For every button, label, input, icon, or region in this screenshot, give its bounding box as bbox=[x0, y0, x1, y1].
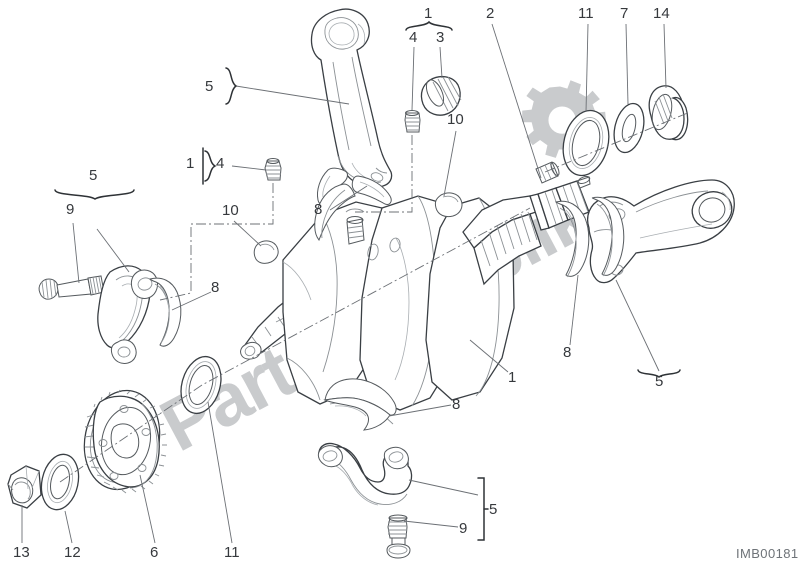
callout-7-top: 7 bbox=[620, 5, 629, 22]
thrust-washer-large bbox=[562, 109, 610, 177]
thrust-washer-small bbox=[613, 102, 645, 154]
callout-3-top-right: 3 bbox=[436, 29, 445, 46]
bearing-shell-left bbox=[149, 277, 182, 347]
callout-5-left-group: 5 bbox=[89, 167, 98, 184]
brace-5-left-group bbox=[54, 189, 135, 200]
callout-4-top-right: 4 bbox=[409, 29, 418, 46]
axis-line-right bbox=[544, 111, 691, 173]
callout-8-right: 8 bbox=[563, 344, 572, 361]
callout-5-bottom-cap: 5 bbox=[489, 501, 498, 518]
woodruff-key-left bbox=[253, 240, 279, 264]
thrust-washer-bottom bbox=[180, 355, 222, 415]
plug-screw-top-right bbox=[404, 110, 421, 133]
cap-plug bbox=[420, 75, 462, 116]
connecting-rod-cap-bottom bbox=[317, 442, 413, 506]
plug-screw-upper bbox=[264, 158, 282, 181]
callout-8-center: 8 bbox=[314, 201, 323, 218]
brace-1-top-right bbox=[405, 20, 453, 31]
flanged-bushing bbox=[648, 85, 689, 141]
bracket-5-bottom bbox=[477, 477, 485, 541]
axis-line-main bbox=[59, 207, 531, 483]
callout-10-center: 10 bbox=[447, 111, 464, 128]
axis-line-plug-left bbox=[159, 183, 274, 301]
brace-5-top-left bbox=[225, 67, 238, 105]
nut bbox=[7, 465, 42, 509]
callout-13-bottom: 13 bbox=[13, 544, 30, 561]
callout-10-left: 10 bbox=[222, 202, 239, 219]
callout-5-right: 5 bbox=[655, 373, 664, 390]
bearing-shell-right-a bbox=[555, 200, 590, 278]
con-rod-bolt-bottom bbox=[386, 514, 411, 559]
bearing-shell-bottom bbox=[323, 378, 397, 431]
crankshaft bbox=[240, 176, 591, 411]
callout-11-bottom: 11 bbox=[224, 544, 240, 561]
connecting-rod-upper bbox=[310, 8, 393, 188]
callout-12-bottom: 12 bbox=[64, 544, 81, 561]
callout-4-mid-left: 4 bbox=[216, 155, 225, 172]
callout-14-top: 14 bbox=[653, 5, 670, 22]
callout-2-top: 2 bbox=[486, 5, 495, 22]
con-rod-bolt-left bbox=[38, 275, 105, 300]
callout-8-left: 8 bbox=[211, 279, 220, 296]
bearing-shell-right-b bbox=[591, 196, 625, 277]
axis-line-plug-right bbox=[355, 135, 413, 213]
callout-5-top-left: 5 bbox=[205, 78, 214, 95]
connecting-rod-cap-left bbox=[97, 265, 158, 364]
brace-1-mid-left bbox=[204, 150, 217, 182]
callout-8-bottom: 8 bbox=[452, 396, 461, 413]
brackets bbox=[54, 20, 681, 541]
dowel-pin bbox=[535, 161, 560, 184]
callout-11-top: 11 bbox=[578, 5, 594, 22]
callout-6-bottom: 6 bbox=[150, 544, 159, 561]
brace-5-right bbox=[637, 369, 681, 379]
callout-1-crank: 1 bbox=[508, 369, 517, 386]
leader-lines bbox=[21, 23, 667, 544]
callout-1-top-right: 1 bbox=[424, 5, 433, 22]
woodruff-key-center bbox=[434, 192, 463, 218]
callout-1-mid-left: 1 bbox=[186, 155, 195, 172]
callout-9-bottom: 9 bbox=[459, 520, 468, 537]
callout-9-left: 9 bbox=[66, 201, 75, 218]
diagram-id-code: IMB00181 bbox=[736, 546, 799, 561]
